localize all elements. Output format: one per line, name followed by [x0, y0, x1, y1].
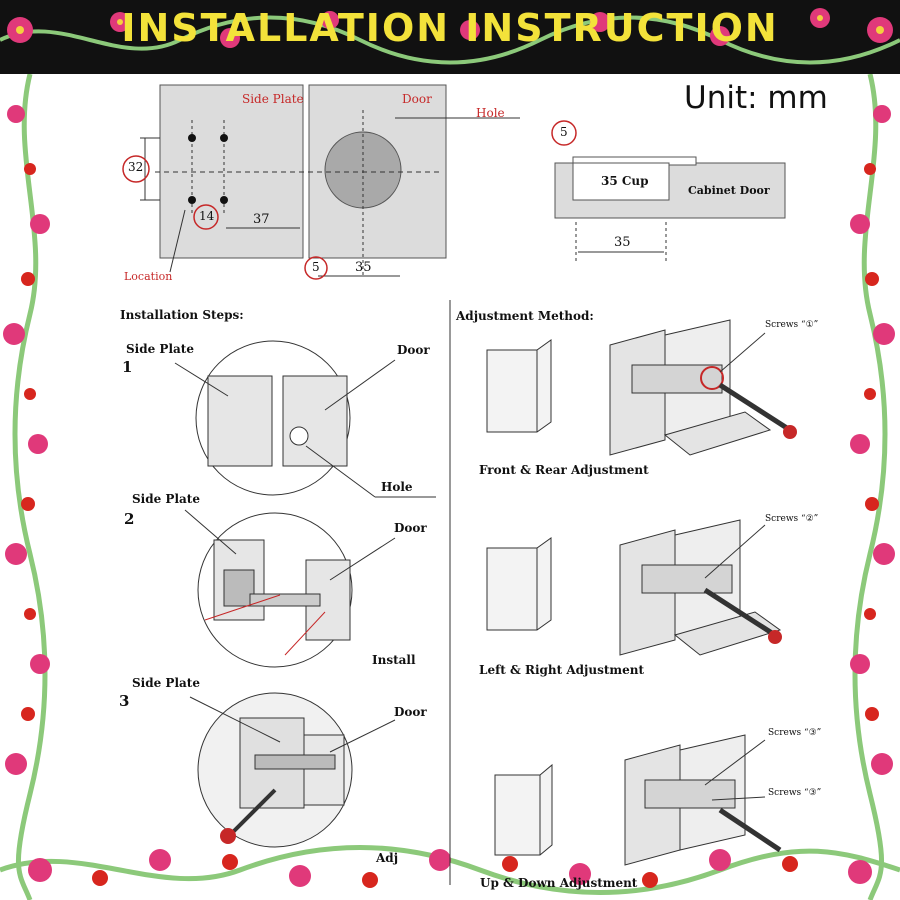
- step3-side-plate: Side Plate: [132, 676, 200, 690]
- step2-number: 2: [124, 510, 135, 528]
- step3-number: 3: [119, 692, 130, 710]
- dim-5: 5: [312, 260, 320, 274]
- dim-14: 14: [199, 209, 215, 223]
- screws-3b-label: Screws “③”: [768, 788, 822, 798]
- step1-hole: Hole: [381, 480, 413, 494]
- side-plate-panel: [159, 84, 304, 259]
- left-right-caption: Left & Right Adjustment: [479, 663, 644, 677]
- step1-side-plate: Side Plate: [126, 342, 194, 356]
- screws-1-label: Screws “①”: [765, 320, 819, 330]
- left-floral-border: [3, 74, 50, 900]
- step2-side-plate: Side Plate: [132, 492, 200, 506]
- dim-32: 32: [128, 160, 144, 174]
- location-label: Location: [124, 270, 173, 283]
- header-banner: INSTALLATION INSTRUCTION: [0, 0, 900, 74]
- screws-3a-label: Screws “③”: [768, 728, 822, 738]
- door-label: Door: [402, 92, 432, 106]
- dim-37: 37: [253, 212, 270, 227]
- step3-door: Door: [394, 705, 427, 719]
- unit-label: Unit: mm: [684, 80, 828, 116]
- floral-banner-decoration: [0, 8, 900, 65]
- cabinet-door-label: Cabinet Door: [688, 184, 770, 197]
- cup-label: 35 Cup: [601, 174, 649, 188]
- installation-heading: Installation Steps:: [120, 308, 244, 322]
- hole-label: Hole: [476, 106, 505, 120]
- adjustment-heading: Adjustment Method:: [456, 309, 594, 323]
- step1-number: 1: [122, 358, 133, 376]
- step1-door: Door: [397, 343, 430, 357]
- front-rear-caption: Front & Rear Adjustment: [479, 463, 649, 477]
- step3-adjust: Adj: [376, 851, 399, 865]
- step2-install: Install: [372, 653, 416, 667]
- step2-door: Door: [394, 521, 427, 535]
- cup-dim-5: 5: [560, 125, 568, 139]
- dim-35: 35: [355, 260, 372, 275]
- page-title: INSTALLATION INSTRUCTION: [121, 6, 779, 50]
- bottom-floral-border: [0, 845, 900, 895]
- cup-hole: [324, 131, 402, 209]
- side-plate-label: Side Plate: [242, 92, 304, 106]
- screws-2-label: Screws “②”: [765, 514, 819, 524]
- up-down-caption: Up & Down Adjustment: [480, 876, 638, 890]
- cup-dim-35: 35: [614, 235, 631, 250]
- right-floral-border: [850, 74, 895, 900]
- door-panel: [308, 84, 447, 259]
